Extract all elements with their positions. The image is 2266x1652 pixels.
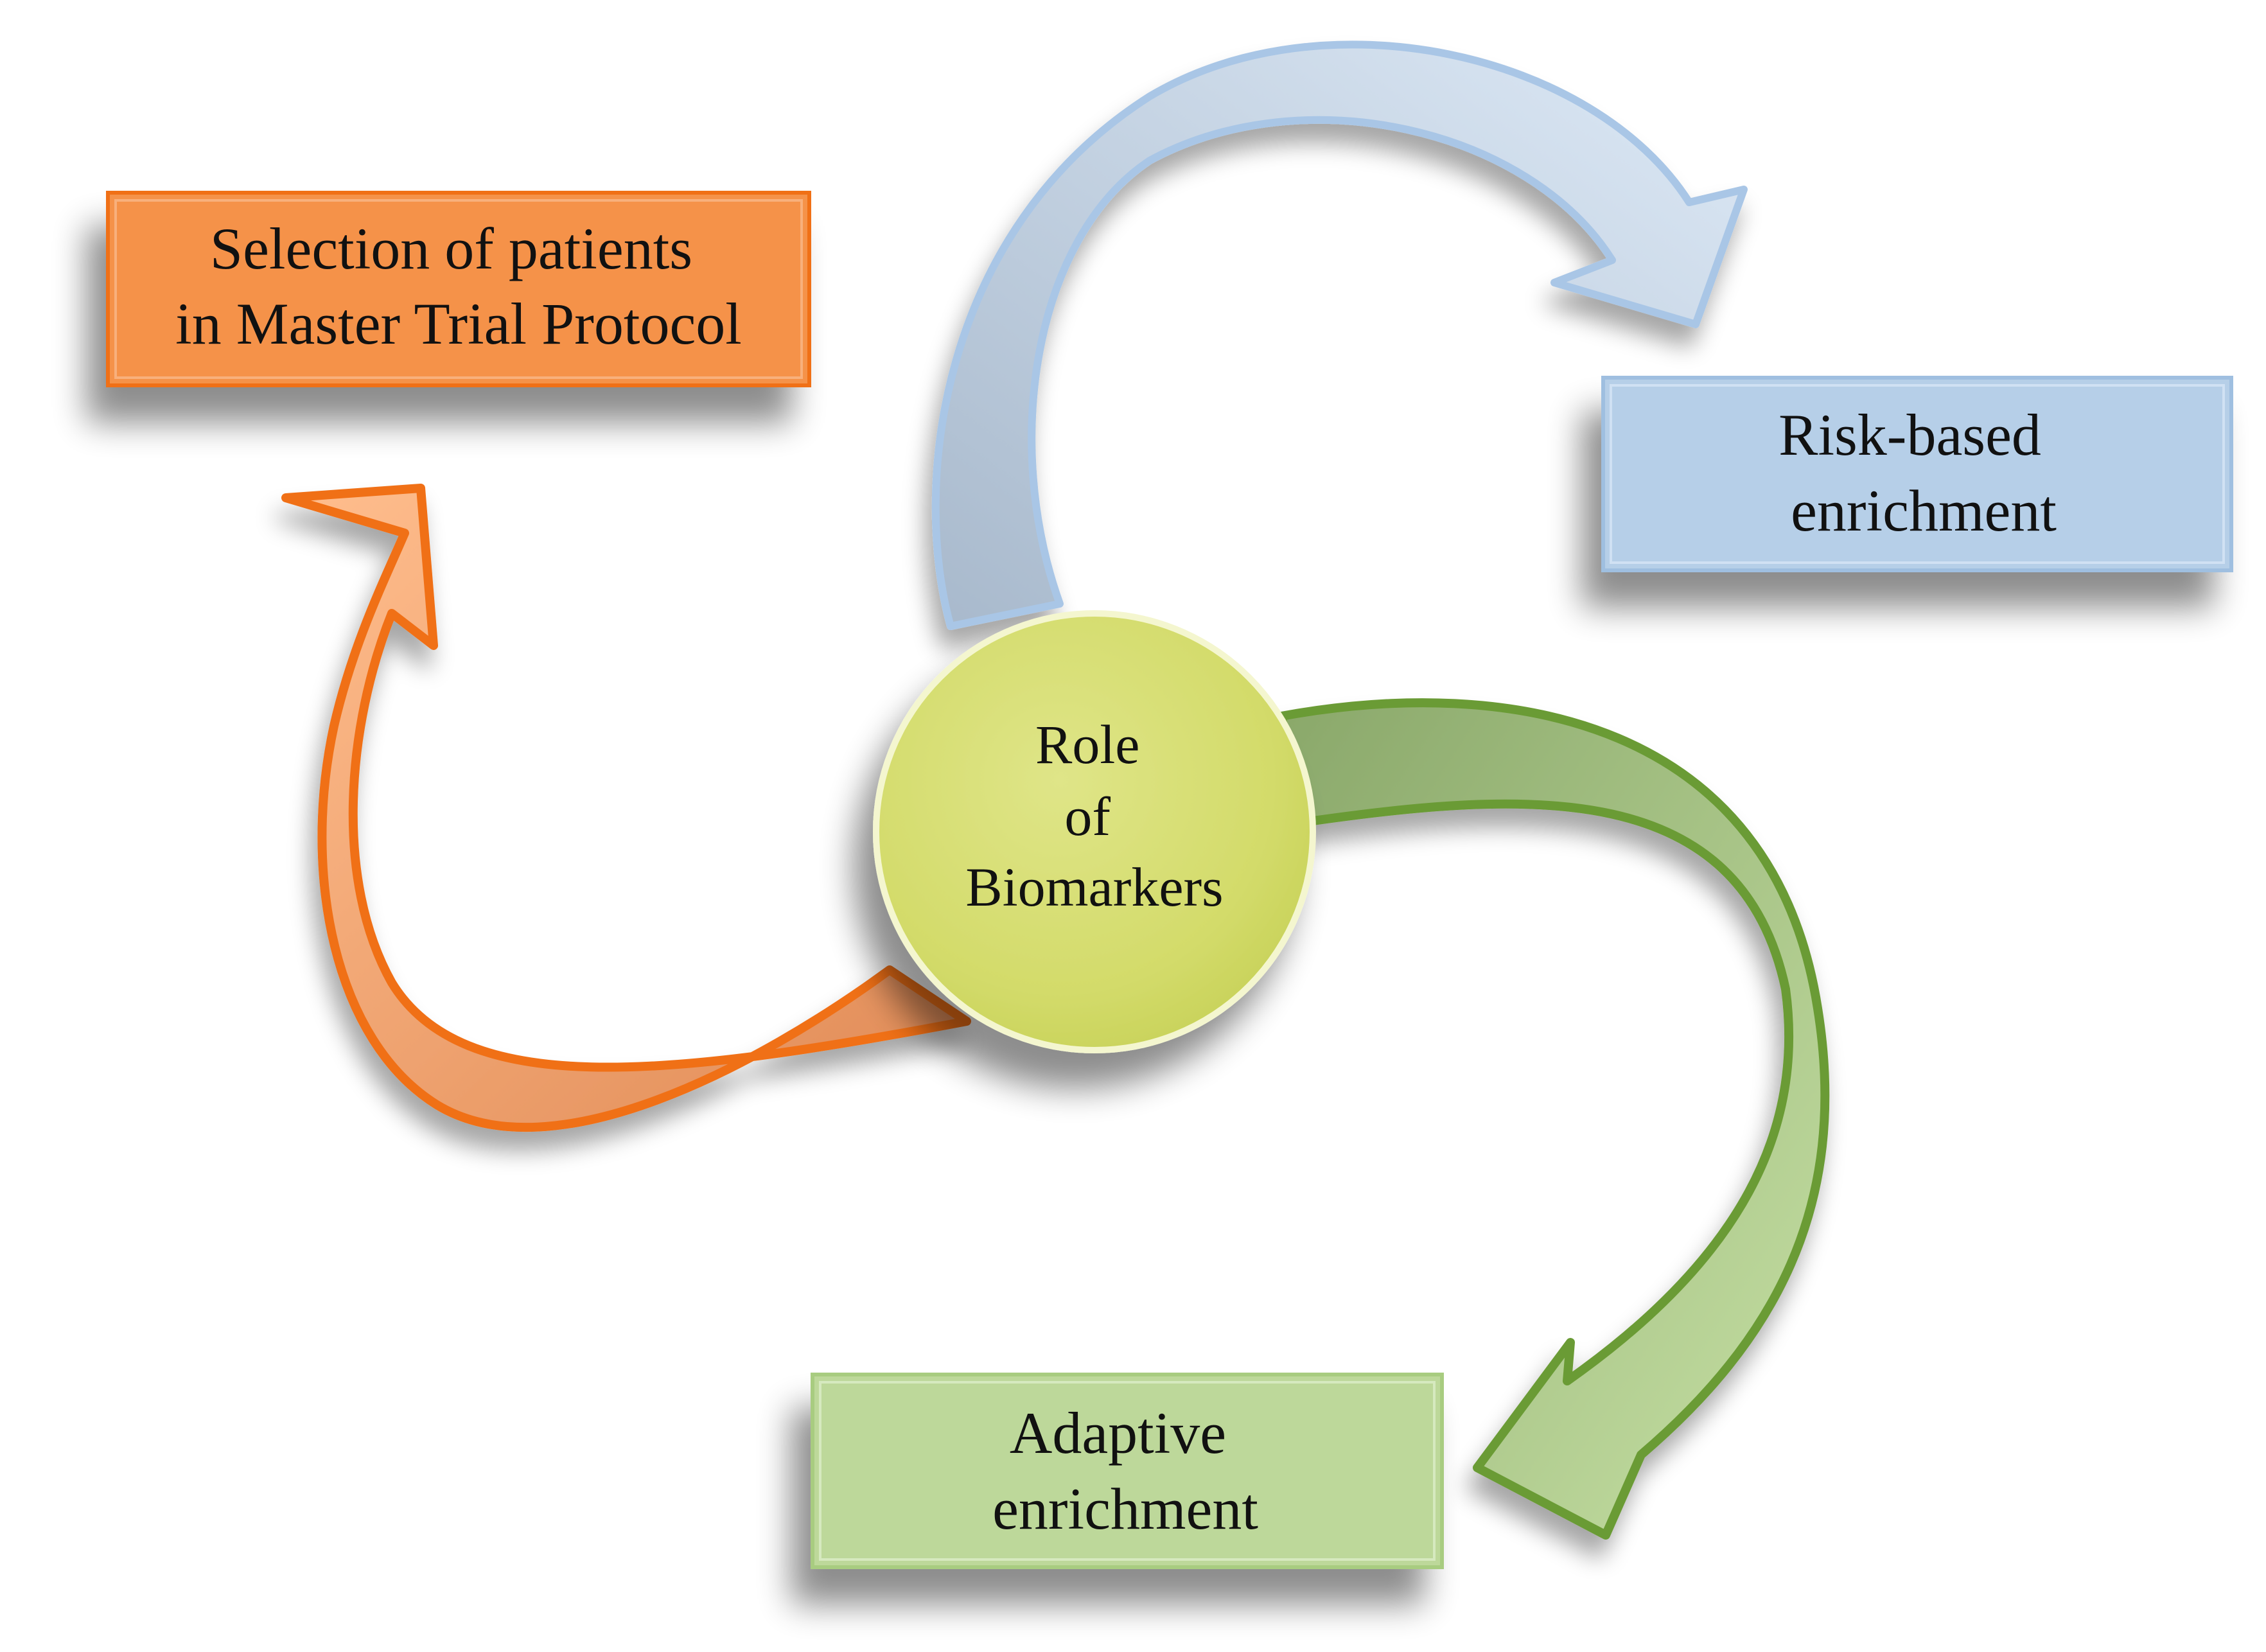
risk-label-line-2: enrichment — [1791, 478, 2057, 543]
selection-label-line-1: Selection of patients — [210, 216, 692, 281]
risk-label: Risk-based enrichment — [1779, 402, 2057, 543]
risk-label-line-1: Risk-based — [1779, 402, 2041, 468]
risk-box — [1601, 376, 2233, 572]
center-label: Role of Biomarkers — [965, 714, 1223, 918]
selection-label-line-2: in Master Trial Protocol — [175, 291, 742, 356]
adaptive-box — [811, 1373, 1444, 1569]
center-circle — [873, 610, 1316, 1053]
center-label-line-3: Biomarkers — [965, 856, 1223, 918]
selection-box — [106, 191, 811, 387]
adaptive-label-line-1: Adaptive — [1010, 1400, 1226, 1466]
selection-label: Selection of patients in Master Trial Pr… — [175, 216, 742, 356]
blue-curved-arrow — [931, 40, 1748, 630]
center-label-line-1: Role — [1035, 714, 1139, 775]
adaptive-label-line-2: enrichment — [992, 1476, 1258, 1542]
green-curved-arrow — [1277, 698, 1830, 1540]
center-label-line-2: of — [1064, 786, 1111, 847]
orange-curved-arrow — [281, 484, 971, 1132]
adaptive-label: Adaptive enrichment — [992, 1400, 1258, 1542]
